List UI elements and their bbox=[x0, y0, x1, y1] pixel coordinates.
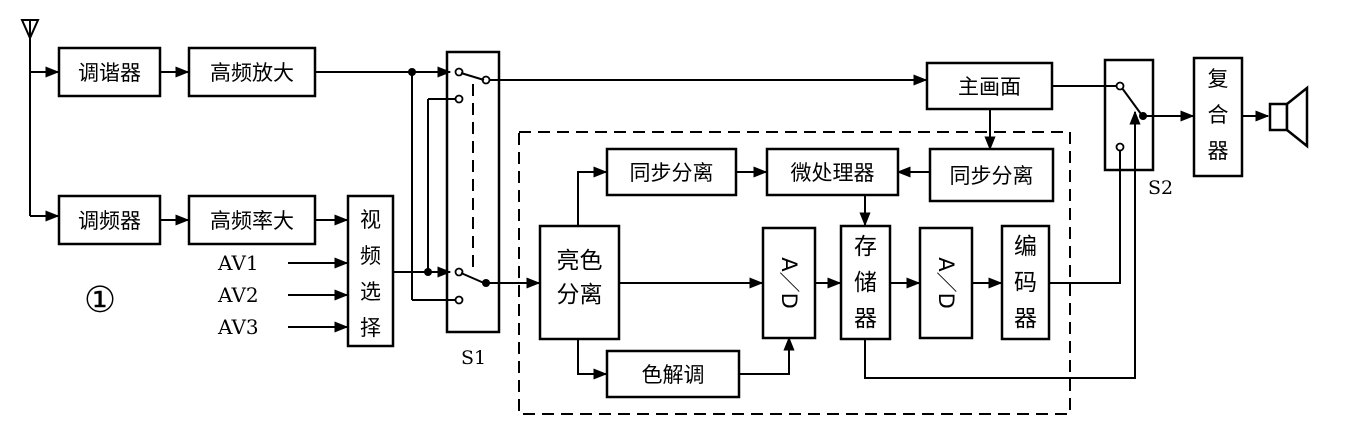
rf-amp-bottom-block: 高频率大 bbox=[187, 194, 317, 246]
fm-tuner-block: 调频器 bbox=[57, 194, 162, 246]
sync-sep-2-block: 同步分离 bbox=[928, 147, 1055, 203]
ad-converter-2-block: A／D bbox=[918, 226, 974, 340]
sync-sep-2-label: 同步分离 bbox=[950, 164, 1034, 188]
sync-sep-1-block: 同步分离 bbox=[605, 147, 738, 197]
input-av1-label: AV1 bbox=[217, 251, 259, 275]
ad-converter-1-label: A／D bbox=[777, 257, 801, 309]
combiner-char-2: 合 bbox=[1208, 103, 1229, 127]
luma-chroma-sep-block: 亮色 分离 bbox=[538, 224, 621, 341]
video-select-char-3: 选 bbox=[360, 280, 381, 304]
sync-sep-1-label: 同步分离 bbox=[630, 161, 714, 185]
signal-wires bbox=[30, 66, 1270, 380]
switch-s2-label: S2 bbox=[1148, 177, 1173, 199]
main-picture-label: 主画面 bbox=[958, 75, 1021, 99]
video-select-char-2: 频 bbox=[360, 244, 381, 268]
memory-char-3: 器 bbox=[854, 306, 877, 332]
rf-amp-top-block: 高频放大 bbox=[187, 46, 317, 98]
switch-s1 bbox=[445, 50, 501, 334]
chroma-demod-label: 色解调 bbox=[642, 363, 705, 387]
antenna-icon bbox=[20, 19, 40, 216]
tuner-label: 调谐器 bbox=[78, 61, 141, 85]
rf-amp-bottom-label: 高频率大 bbox=[210, 209, 294, 233]
switch-s1-label: S1 bbox=[461, 347, 486, 369]
encoder-char-2: 码 bbox=[1014, 270, 1037, 296]
encoder-char-1: 编 bbox=[1014, 234, 1037, 260]
memory-char-1: 存 bbox=[854, 234, 877, 260]
figure-number: ① bbox=[84, 280, 116, 321]
combiner-char-3: 器 bbox=[1208, 139, 1229, 163]
microprocessor-label: 微处理器 bbox=[791, 161, 875, 185]
ad-converter-2-label: A／D bbox=[934, 257, 958, 309]
rf-amp-top-label: 高频放大 bbox=[210, 61, 294, 85]
video-select-char-1: 视 bbox=[360, 208, 381, 232]
junction-dots bbox=[408, 68, 1147, 287]
memory-char-2: 储 bbox=[854, 270, 877, 296]
video-select-char-4: 择 bbox=[360, 316, 381, 340]
main-picture-block: 主画面 bbox=[925, 61, 1054, 111]
combiner-char-1: 复 bbox=[1208, 67, 1229, 91]
processing-frame bbox=[518, 131, 1071, 415]
tuner-block: 调谐器 bbox=[57, 46, 162, 98]
luma-chroma-sep-line-1: 亮色 bbox=[557, 248, 603, 274]
luma-chroma-sep-line-2: 分离 bbox=[557, 282, 603, 308]
memory-block: 存 储 器 bbox=[839, 224, 892, 341]
ad-converter-1-block: A／D bbox=[761, 226, 817, 340]
encoder-char-3: 器 bbox=[1014, 306, 1037, 332]
video-select-block: 视 频 选 择 bbox=[346, 194, 395, 348]
encoder-block: 编 码 器 bbox=[1000, 224, 1051, 341]
fm-tuner-label: 调频器 bbox=[78, 209, 141, 233]
input-av2-label: AV2 bbox=[217, 283, 259, 307]
chroma-demod-block: 色解调 bbox=[605, 349, 741, 399]
combiner-block: 复 合 器 bbox=[1192, 56, 1244, 178]
microprocessor-block: 微处理器 bbox=[765, 147, 900, 197]
speaker-icon bbox=[1268, 85, 1309, 149]
input-av3-label: AV3 bbox=[217, 315, 259, 339]
switch-s2 bbox=[1103, 58, 1155, 172]
